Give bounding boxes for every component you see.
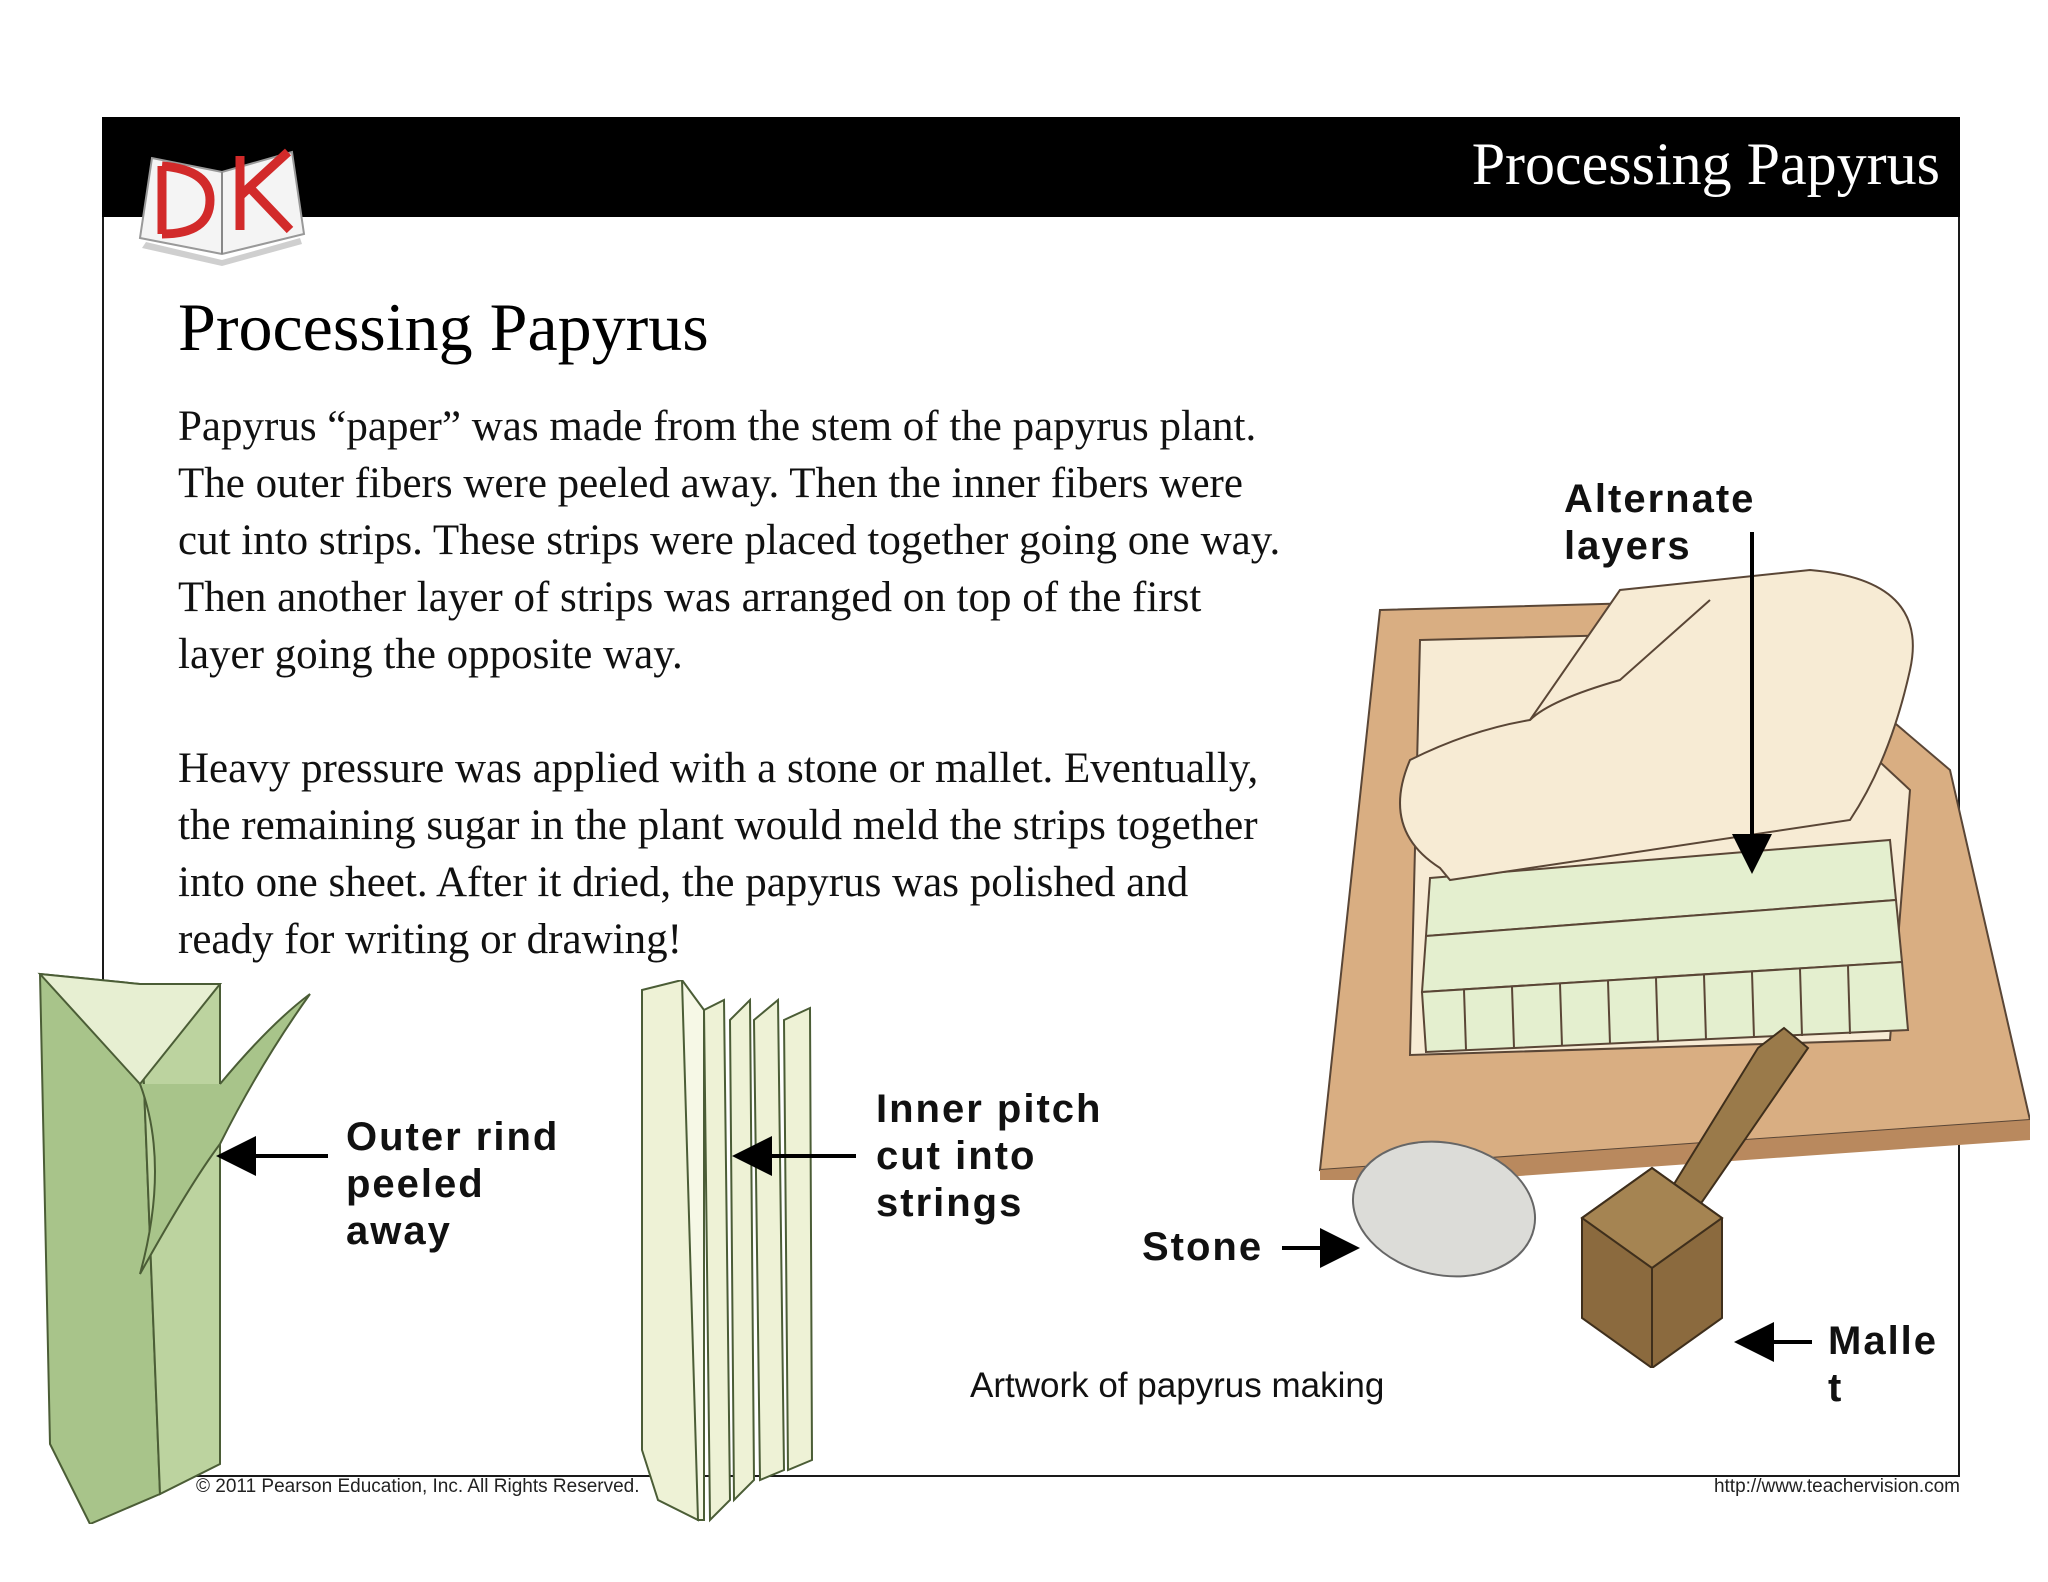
footer-url[interactable]: http://www.teachervision.com — [1713, 1476, 1960, 1497]
dk-logo: DK — [138, 148, 306, 266]
body-paragraph-2: Heavy pressure was applied with a stone … — [178, 745, 1259, 963]
header-bar: Processing Papyrus — [102, 117, 1960, 217]
label-stone: Stone — [1142, 1225, 1264, 1269]
page-title: Processing Papyrus — [178, 289, 709, 365]
copyright-notice: © 2011 Pearson Education, Inc. All Right… — [196, 1476, 640, 1497]
papyrus-sheet-illustration — [1318, 568, 2030, 1180]
outer-rind-illustration — [37, 972, 311, 1524]
body-paragraph-1: Papyrus “paper” was made from the stem o… — [178, 403, 1281, 678]
inner-pith-illustration — [641, 980, 814, 1523]
stone-illustration — [1351, 1140, 1537, 1278]
header-title: Processing Papyrus — [1471, 131, 1940, 197]
illustration-caption: Artwork of papyrus making — [970, 1366, 1385, 1405]
mallet-illustration — [1580, 1026, 1810, 1368]
